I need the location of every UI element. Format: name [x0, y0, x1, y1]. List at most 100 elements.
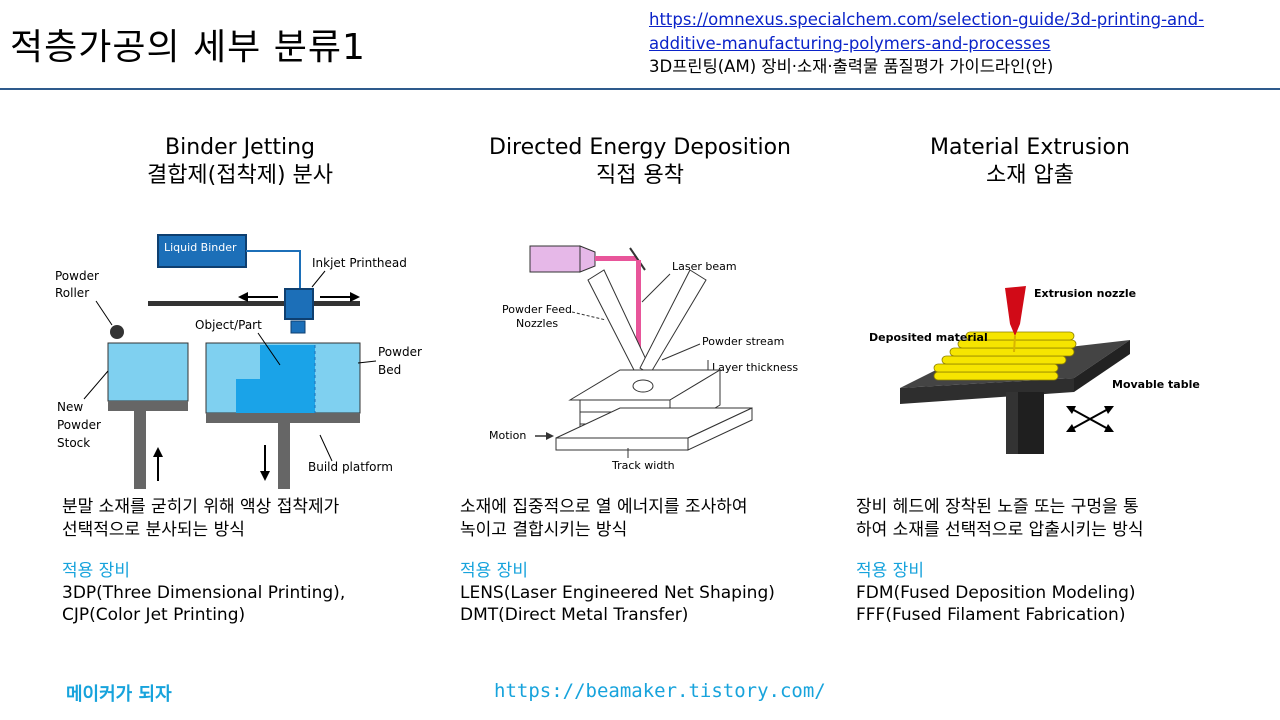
header-divider	[0, 88, 1280, 90]
source-link-line1: https://omnexus.specialchem.com/selectio…	[649, 10, 1205, 29]
ded-desc-line1: 소재에 집중적으로 열 에너지를 조사하여	[460, 497, 748, 517]
source-link-line2: additive-manufacturing-polymers-and-proc…	[649, 34, 1051, 53]
label-laser-beam: Laser beam	[672, 260, 737, 273]
label-motion: Motion	[489, 429, 526, 442]
stock-piston-rod	[134, 411, 146, 489]
binder-jetting-description: 분말 소재를 굳히기 위해 액상 접착제가 선택적으로 분사되는 방식 적용 장…	[62, 496, 345, 626]
inkjet-printhead	[284, 288, 314, 320]
stock-leader	[83, 370, 109, 400]
label-powder-roller-2: Roller	[55, 286, 89, 300]
binder-equipment-1: 3DP(Three Dimensional Printing),	[62, 583, 346, 603]
ded-equipment-1: LENS(Laser Engineered Net Shaping)	[460, 583, 775, 603]
label-powder-roller-1: Powder	[55, 269, 99, 283]
label-new-stock-2: Powder	[57, 418, 101, 432]
build-piston-rod	[278, 423, 290, 489]
label-build-platform: Build platform	[308, 460, 393, 474]
label-new-stock-1: New	[57, 400, 83, 414]
table-column-face	[1006, 392, 1018, 454]
printhead-leader	[311, 270, 326, 288]
label-powder-bed-2: Bed	[378, 363, 401, 377]
ded-description: 소재에 집중적으로 열 에너지를 조사하여 녹이고 결합시키는 방식 적용 장비…	[460, 496, 775, 626]
laser-vertical-beam	[636, 260, 641, 380]
extrusion-desc-line2: 하여 소재를 선택적으로 압출시키는 방식	[856, 520, 1144, 540]
laser-horizontal-beam	[595, 256, 637, 261]
ded-diagram: Laser beam Powder Feed Nozzles Powder st…	[489, 245, 798, 472]
source-link[interactable]: https://omnexus.specialchem.com/selectio…	[649, 8, 1204, 56]
substrate-front	[555, 437, 689, 451]
bed-leader	[357, 360, 377, 364]
liquid-binder-tank	[157, 234, 247, 268]
ded-equipment-label: 적용 장비	[460, 561, 528, 581]
binder-equipment-label: 적용 장비	[62, 561, 130, 581]
binder-desc-line1: 분말 소재를 굳히기 위해 액상 접착제가	[62, 497, 340, 517]
laser-mirror	[629, 247, 646, 271]
right-powder-nozzle	[639, 269, 707, 375]
ded-desc-line2: 녹이고 결합시키는 방식	[460, 520, 628, 540]
movable-table-side	[1074, 340, 1130, 392]
stock-up-arrowhead	[153, 447, 163, 457]
ded-title-en: Directed Energy Deposition	[489, 135, 791, 160]
footer-slogan: 메이커가 되자	[66, 684, 172, 705]
binder-jetting-title-en: Binder Jetting	[165, 135, 315, 160]
header-references: https://omnexus.specialchem.com/selectio…	[649, 8, 1204, 78]
laser-source	[529, 245, 581, 273]
build-plate	[206, 413, 360, 423]
object-leader	[257, 332, 281, 366]
reference-text: 3D프린팅(AM) 장비·소재·출력물 품질평가 가이드라인(안)	[649, 57, 1054, 76]
material-extrusion-title-ko: 소재 압출	[986, 163, 1074, 188]
label-powder-feed-2: Nozzles	[516, 317, 558, 330]
nozzle-leader	[571, 311, 607, 321]
binder-desc-line2: 선택적으로 분사되는 방식	[62, 520, 245, 540]
four-way-arrow-icon	[1066, 406, 1114, 432]
movable-table-front	[900, 378, 1074, 404]
roller-leader	[95, 300, 113, 326]
build-down-arrowhead	[260, 471, 270, 481]
label-inkjet-printhead: Inkjet Printhead	[312, 256, 407, 270]
extrusion-desc-line1: 장비 헤드에 장착된 노즐 또는 구멍을 통	[856, 497, 1139, 517]
right-arrowhead	[350, 292, 360, 302]
footer-blog-link[interactable]: https://beamaker.tistory.com/	[494, 680, 826, 702]
material-extrusion-diagram: Extrusion nozzle Deposited material Mova…	[869, 286, 1200, 454]
binder-jetting-title: Binder Jetting 결합제(접착제) 분사	[80, 134, 400, 190]
ded-title: Directed Energy Deposition 직접 용착	[470, 134, 810, 190]
binder-jetting-title-ko: 결합제(접착제) 분사	[146, 163, 334, 188]
nozzle-filament	[1013, 335, 1016, 353]
label-powder-bed-1: Powder	[378, 345, 422, 359]
label-liquid-binder: Liquid Binder	[164, 241, 237, 254]
label-layer-thickness: Layer thickness	[712, 361, 798, 374]
powder-roller	[110, 325, 124, 339]
ded-equipment-2: DMT(Direct Metal Transfer)	[460, 605, 689, 625]
motion-arrowhead	[546, 432, 554, 440]
new-powder-stock	[107, 342, 189, 402]
left-arrowhead	[238, 292, 248, 302]
label-object-part: Object/Part	[195, 318, 262, 332]
melt-pool	[632, 379, 654, 393]
extrusion-equipment-label: 적용 장비	[856, 561, 924, 581]
material-extrusion-title-en: Material Extrusion	[930, 135, 1130, 160]
ded-title-ko: 직접 용착	[596, 163, 684, 188]
deposited-material	[933, 331, 1077, 381]
printed-object	[236, 345, 315, 413]
material-extrusion-title: Material Extrusion 소재 압출	[880, 134, 1180, 190]
label-movable-table: Movable table	[1112, 378, 1200, 391]
stream-leader	[661, 343, 701, 361]
extrusion-equipment-2: FFF(Fused Filament Fabrication)	[856, 605, 1126, 625]
substrate-side	[687, 407, 753, 451]
label-powder-feed-1: Powder Feed	[502, 303, 572, 316]
label-new-stock-3: Stock	[57, 436, 90, 450]
extrusion-equipment-1: FDM(Fused Deposition Modeling)	[856, 583, 1136, 603]
laser-leader	[641, 273, 671, 303]
binder-feed-line	[246, 250, 301, 291]
stock-piston-plate	[108, 401, 188, 411]
material-extrusion-description: 장비 헤드에 장착된 노즐 또는 구멍을 통 하여 소재를 선택적으로 압출시키…	[856, 496, 1144, 626]
binder-jetting-diagram: Liquid Binder Inkjet Printhead Powder Ro…	[55, 234, 422, 489]
label-extrusion-nozzle: Extrusion nozzle	[1034, 287, 1136, 300]
label-deposited-material: Deposited material	[869, 331, 988, 344]
label-powder-stream: Powder stream	[702, 335, 784, 348]
laser-lens	[579, 245, 596, 273]
platform-leader	[319, 434, 333, 462]
extrusion-nozzle	[1005, 286, 1026, 336]
printhead-nozzle	[290, 320, 306, 334]
binder-equipment-2: CJP(Color Jet Printing)	[62, 605, 246, 625]
page-title: 적층가공의 세부 분류1	[10, 27, 366, 68]
